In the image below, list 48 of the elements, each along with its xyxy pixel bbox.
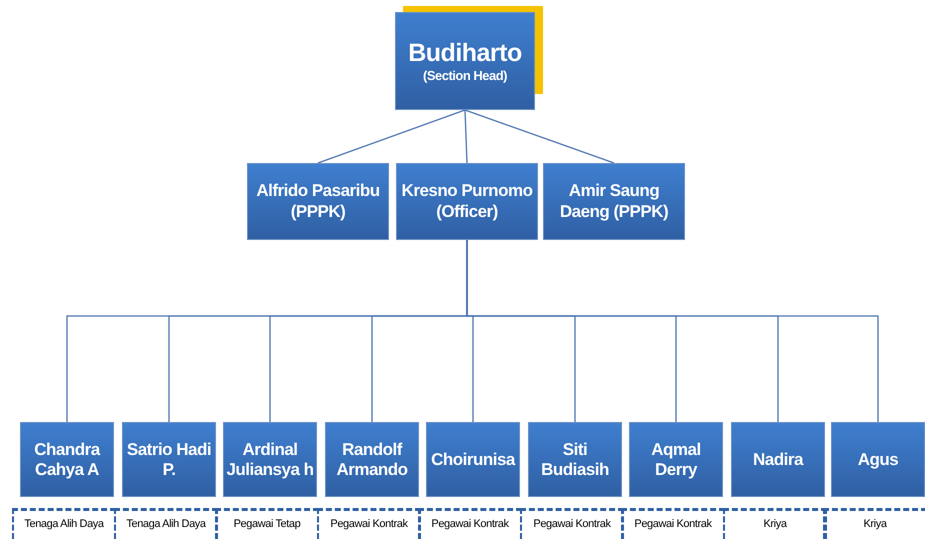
connector-line	[464, 109, 614, 164]
person-box	[528, 422, 622, 497]
person-box	[247, 163, 389, 240]
status-label: Kriya	[863, 518, 887, 531]
status-label: Pegawai Kontrak	[634, 518, 712, 531]
person-name: Ardinal Juliansya h	[225, 440, 315, 480]
status-label: Tenaga Alih Daya	[24, 518, 104, 531]
status-label: Pegawai Kontrak	[533, 518, 611, 531]
connector-line	[464, 110, 468, 164]
person-box	[831, 422, 925, 497]
person-name: Kresno Purnomo (Officer)	[400, 181, 534, 222]
role-label: (Section Head)	[422, 68, 507, 84]
person-box	[395, 12, 535, 110]
person-name: Siti Budiasih	[540, 440, 610, 480]
person-name: Amir Saung Daeng (PPPK)	[558, 181, 670, 222]
person-box	[426, 422, 520, 497]
status-box	[823, 508, 925, 539]
status-label: Tenaga Alih Daya	[126, 518, 206, 531]
status-box	[723, 508, 827, 539]
person-box	[20, 422, 114, 497]
status-label: Pegawai Kontrak	[431, 518, 509, 531]
person-name: Randolf Armando	[335, 440, 409, 480]
person-box	[122, 422, 216, 497]
connector-line	[318, 109, 466, 164]
person-name: Alfrido Pasaribu (PPPK)	[255, 181, 381, 222]
person-box	[543, 163, 685, 240]
person-box	[223, 422, 317, 497]
status-box	[520, 508, 624, 539]
person-name: Aqmal Derry	[650, 440, 702, 480]
person-name: Satrio Hadi P.	[126, 440, 212, 480]
person-box	[629, 422, 723, 497]
status-label: Kriya	[763, 518, 787, 531]
status-box	[317, 508, 421, 539]
status-label: Pegawai Tetap	[234, 518, 300, 531]
person-name: Choirunisa	[431, 450, 515, 470]
person-name: Agus	[858, 450, 898, 470]
status-box	[114, 508, 218, 539]
status-label: Pegawai Kontrak	[330, 518, 408, 531]
status-box	[12, 508, 116, 539]
status-box	[215, 508, 319, 539]
status-box	[621, 508, 725, 539]
person-name: Nadira	[753, 450, 803, 470]
person-box	[396, 163, 538, 240]
person-box	[731, 422, 825, 497]
status-box	[418, 508, 522, 539]
person-name: Chandra Cahya A	[33, 440, 102, 480]
person-box	[325, 422, 419, 497]
person-name: Budiharto	[408, 38, 522, 68]
